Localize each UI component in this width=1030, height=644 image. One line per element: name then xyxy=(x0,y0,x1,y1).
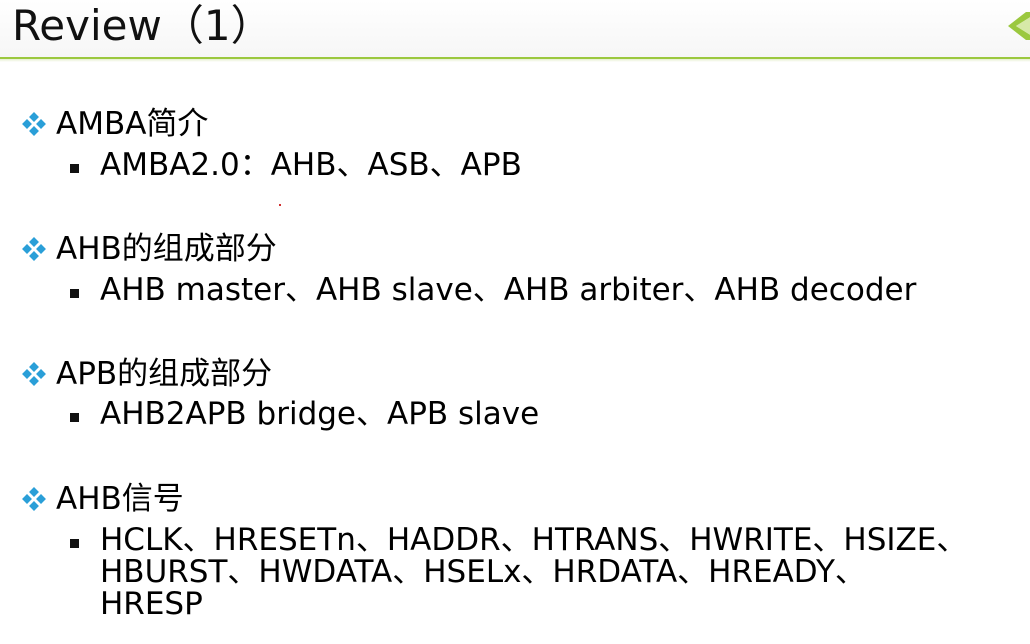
title-divider-shadow xyxy=(0,59,1030,62)
level2-item: HCLK、HRESETn、HADDR、HTRANS、HWRITE、HSIZE、 … xyxy=(70,524,967,620)
square-bullet-icon xyxy=(70,539,79,548)
title-bar: Review（1） xyxy=(0,0,1030,58)
section-item-text: AMBA2.0：AHB、ASB、APB xyxy=(100,147,522,183)
diamond-bullet-icon xyxy=(22,487,46,511)
slide-title: Review（1） xyxy=(12,1,273,50)
level1-item: AHB的组成部分 xyxy=(22,229,277,269)
level2-item: AHB master、AHB slave、AHB arbiter、AHB dec… xyxy=(70,274,916,306)
level2-item: AHB2APB bridge、APB slave xyxy=(70,398,539,430)
section-heading: AHB的组成部分 xyxy=(56,231,277,267)
level1-item: APB的组成部分 xyxy=(22,354,272,394)
square-bullet-icon xyxy=(70,164,79,173)
title-divider xyxy=(0,57,1030,59)
section-heading: AHB信号 xyxy=(56,481,184,517)
section-item-text: HCLK、HRESETn、HADDR、HTRANS、HWRITE、HSIZE、 … xyxy=(100,522,968,622)
level2-item: AMBA2.0：AHB、ASB、APB xyxy=(70,149,522,181)
diamond-bullet-icon xyxy=(22,112,46,136)
level1-item: AHB信号 xyxy=(22,479,184,519)
section-item-text: AHB master、AHB slave、AHB arbiter、AHB dec… xyxy=(100,272,917,308)
stray-mark xyxy=(279,204,281,206)
corner-logo-icon xyxy=(1008,12,1030,40)
diamond-bullet-icon xyxy=(22,362,46,386)
section-heading: AMBA简介 xyxy=(56,106,209,142)
square-bullet-icon xyxy=(70,289,79,298)
square-bullet-icon xyxy=(70,413,79,422)
diamond-bullet-icon xyxy=(22,237,46,261)
section-item-text: AHB2APB bridge、APB slave xyxy=(100,396,540,432)
level1-item: AMBA简介 xyxy=(22,104,208,144)
section-heading: APB的组成部分 xyxy=(56,356,273,392)
